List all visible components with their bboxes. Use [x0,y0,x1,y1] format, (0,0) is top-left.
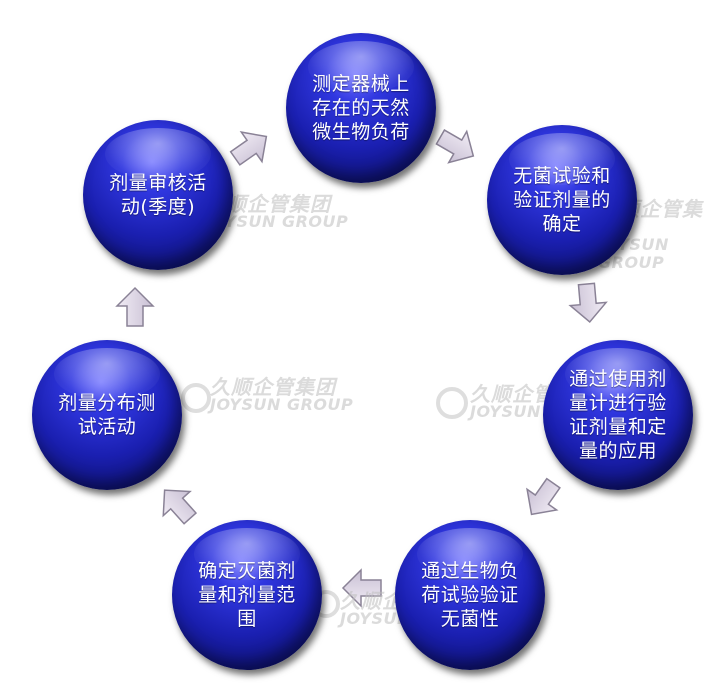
step-node-sterilization-dose-range: 确定灭菌剂量和剂量范围 [172,520,322,670]
step-label: 通过生物负荷试验验证无菌性 [421,560,519,630]
arrow-n7-to-n1 [229,131,268,166]
step-node-sterility-test-dose: 无菌试验和验证剂量的确定 [487,125,637,275]
step-node-dose-distribution-test: 剂量分布测试活动 [32,340,182,490]
arrow-n4-to-n5 [341,568,382,608]
step-label: 通过使用剂量计进行验证剂量和定量的应用 [569,368,667,462]
step-node-dose-audit: 剂量审核活动(季度) [83,120,233,270]
step-label: 剂量审核活动(季度) [109,172,207,218]
arrow-n1-to-n2 [435,129,475,164]
step-node-bioburden-sterility: 通过生物负荷试验验证无菌性 [395,520,545,670]
step-label: 无菌试验和验证剂量的确定 [513,165,611,235]
arrow-n6-to-n7 [115,286,155,327]
step-label: 剂量分布测试活动 [58,392,156,438]
step-label: 确定灭菌剂量和剂量范围 [198,560,296,630]
step-node-measure-bioburden: 测定器械上存在的天然微生物负荷 [286,33,436,183]
step-label: 测定器械上存在的天然微生物负荷 [312,73,410,143]
step-node-dosimeter-verification: 通过使用剂量计进行验证剂量和定量的应用 [543,340,693,490]
arrow-n2-to-n3 [568,282,608,323]
arrow-n5-to-n6 [162,489,198,525]
arrow-n3-to-n4 [526,477,561,516]
